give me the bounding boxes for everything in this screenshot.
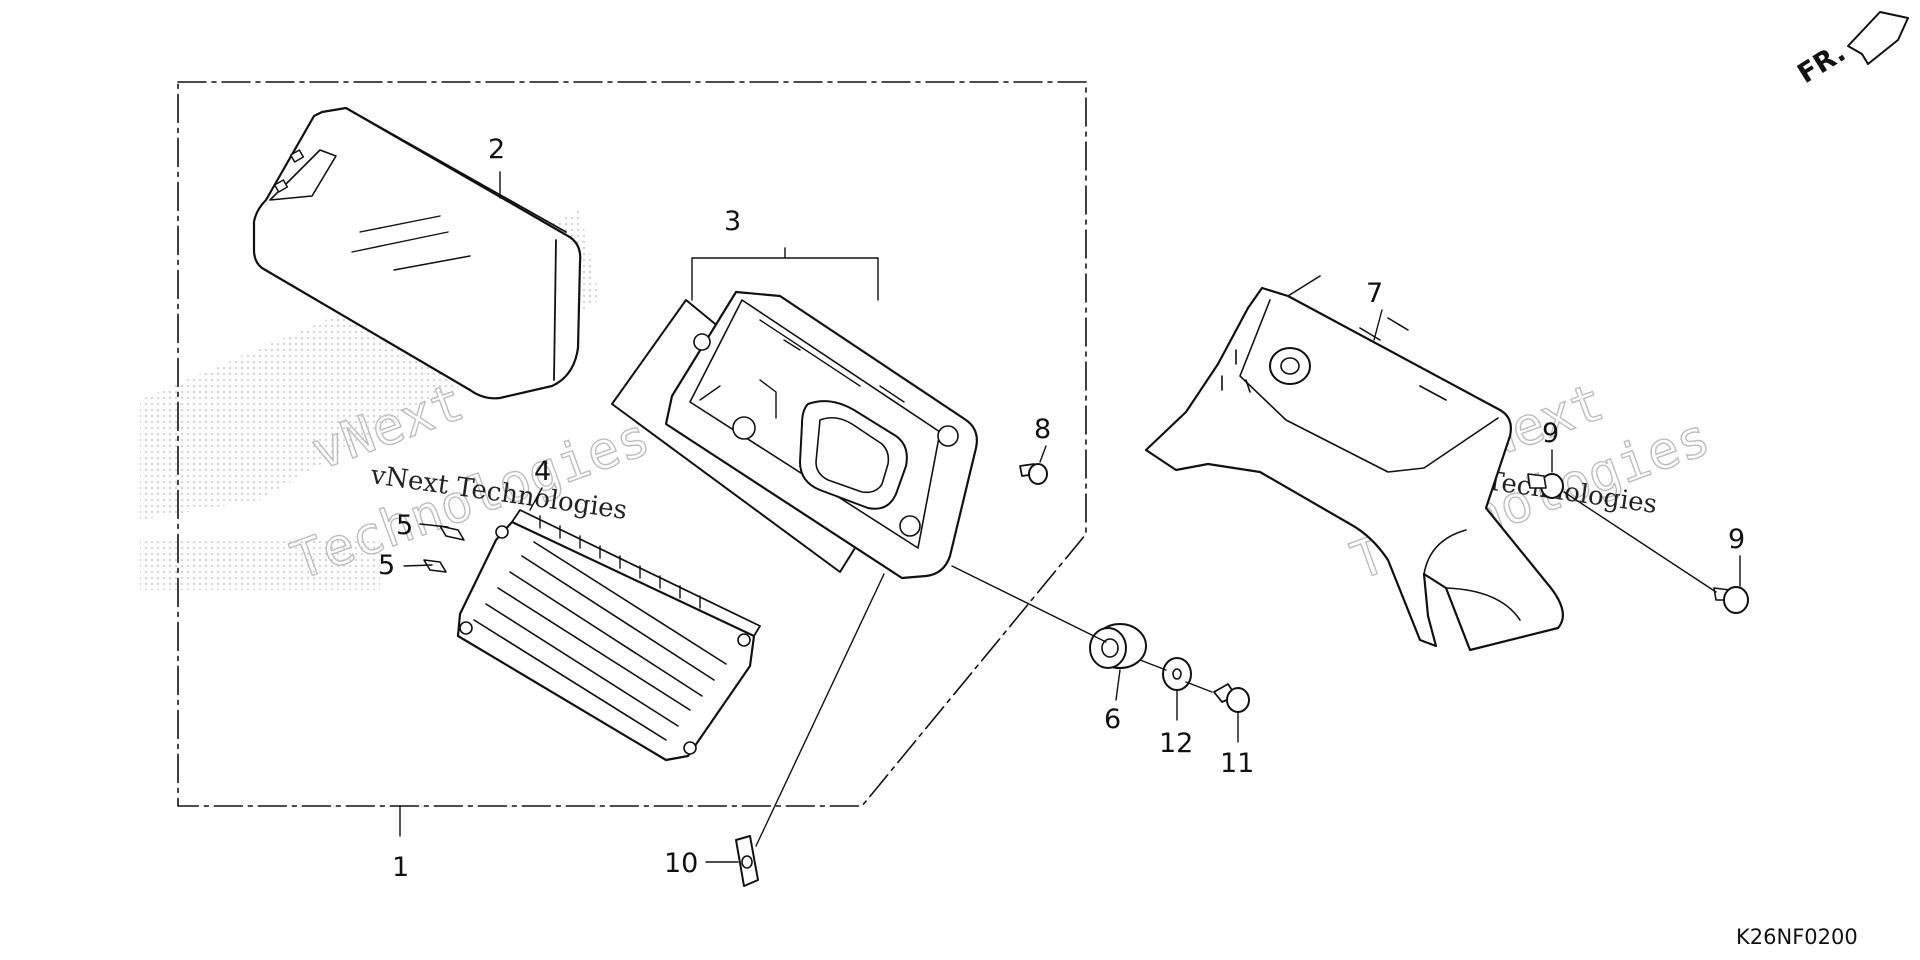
callout-11: 11 [1220,748,1254,779]
front-label: FR. [1792,37,1851,90]
part-8-screw [1019,463,1048,485]
front-direction-marker: FR. [1792,11,1909,90]
part-9-bolt-upper [1527,473,1564,499]
callout-12: 12 [1159,728,1193,759]
callout-9-upper: 9 [1542,418,1559,449]
callout-7: 7 [1366,278,1383,309]
callout-2: 2 [488,134,505,165]
part-11-bolt [1213,683,1250,713]
part-6-grommet [1089,623,1147,669]
part-5-screws [423,525,465,573]
assembly-boundary [177,81,1087,807]
callout-3: 3 [724,206,741,237]
callout-4: 4 [534,456,551,487]
part-2-lens-cover [252,106,582,400]
part-10-clip-nut [735,835,759,887]
part-12-washer [1162,657,1192,691]
part-4-display-unit [456,509,761,762]
part-9-bolt-lower [1713,586,1749,614]
callout-9-lower: 9 [1728,524,1745,555]
callout-1: 1 [392,852,409,883]
callout-10: 10 [664,848,698,879]
part-3-meter-case [611,290,978,580]
diagram-code: K26NF0200 [1736,925,1858,949]
callout-6: 6 [1104,704,1121,735]
callout-5-upper: 5 [396,510,413,541]
leader-lines [399,171,1741,863]
callout-labels: 2 3 4 5 5 8 7 9 9 6 12 11 10 1 [378,134,1745,883]
callout-5-lower: 5 [378,550,395,581]
front-arrow-icon [1847,11,1909,65]
callout-8: 8 [1034,414,1051,445]
part-7-meter-visor [1144,275,1564,652]
